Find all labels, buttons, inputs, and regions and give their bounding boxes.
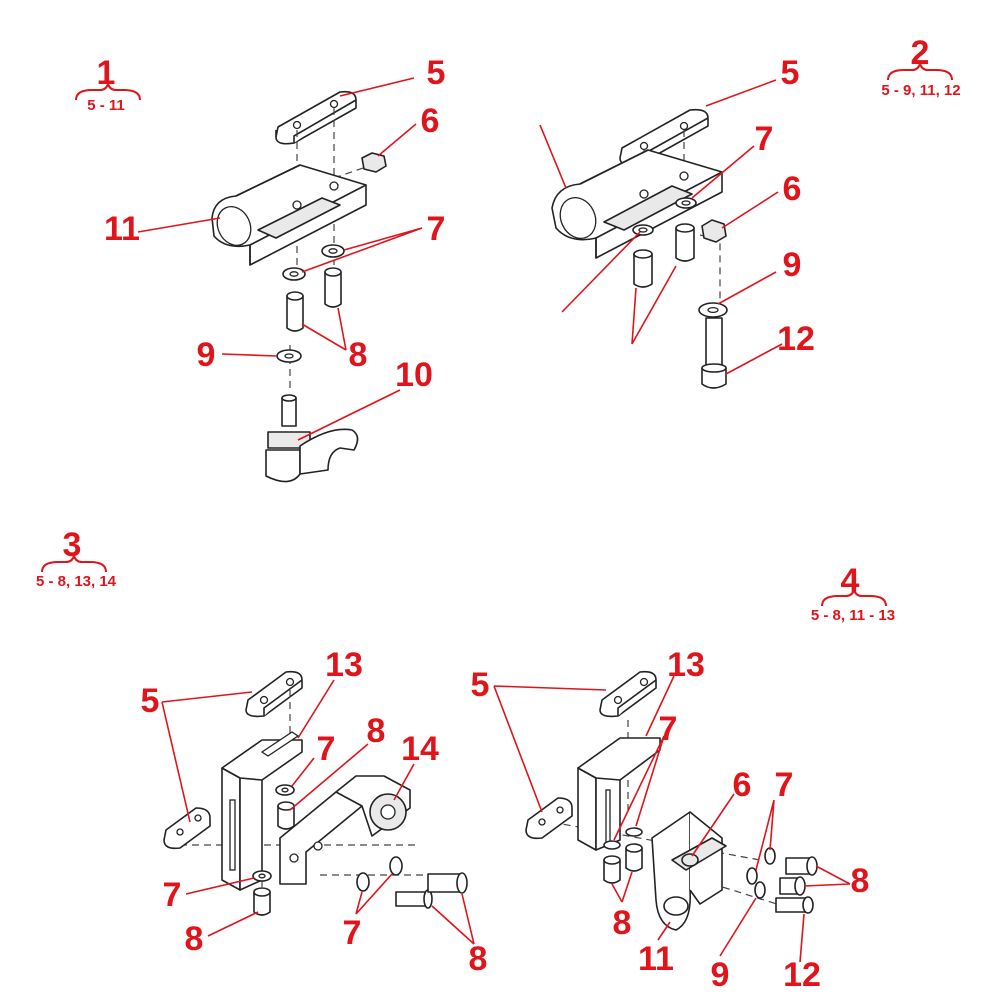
- assembly-1-drawing: [211, 90, 387, 483]
- callout-7: 7: [427, 210, 446, 248]
- callout-9: 9: [197, 336, 216, 374]
- callout-7: 7: [163, 876, 182, 914]
- assembly-number: 1: [97, 54, 116, 92]
- callout-8: 8: [185, 920, 204, 958]
- callout-7: 7: [755, 120, 774, 158]
- callout-7: 7: [659, 710, 678, 748]
- callout-8: 8: [851, 862, 870, 900]
- assembly-4-drawing: [525, 670, 818, 931]
- callout-10: 10: [395, 356, 433, 394]
- assembly-2-callouts: 5 7 6 9 12: [539, 54, 815, 375]
- assembly-range: 5 - 11: [87, 97, 125, 114]
- assembly-4-callouts: 5 13 7 6 7 8 8 11 9 12: [471, 646, 870, 994]
- callout-8: 8: [349, 336, 368, 374]
- assembly-1-callouts: 5 6 11 7 9 8 10: [104, 54, 446, 441]
- callout-8: 8: [469, 940, 488, 978]
- callout-7: 7: [317, 730, 336, 768]
- callout-5: 5: [427, 54, 446, 92]
- callout-11: 11: [104, 210, 140, 248]
- assembly-4-header: 4 5 - 8, 11 - 13: [811, 562, 895, 624]
- assembly-number: 3: [63, 526, 82, 564]
- assembly-3-header: 3 5 - 8, 13, 14: [36, 526, 117, 590]
- callout-13: 13: [667, 646, 705, 684]
- callout-7: 7: [343, 914, 362, 952]
- callout-9: 9: [711, 956, 730, 994]
- callout-11: 11: [638, 940, 674, 978]
- assembly-number: 2: [911, 34, 930, 72]
- callout-12: 12: [783, 956, 821, 994]
- assembly-3-drawing: [163, 670, 468, 916]
- assembly-range: 5 - 9, 11, 12: [881, 82, 960, 99]
- callout-8: 8: [613, 904, 632, 942]
- assembly-2-drawing: [551, 108, 728, 389]
- callout-6: 6: [783, 170, 802, 208]
- assembly-2-header: 2 5 - 9, 11, 12: [881, 34, 960, 99]
- assembly-1-header: 1 5 - 11: [75, 54, 141, 114]
- assembly-range: 5 - 8, 13, 14: [36, 573, 117, 590]
- callout-7: 7: [775, 766, 794, 804]
- callout-6: 6: [421, 102, 440, 140]
- callout-6: 6: [733, 766, 752, 804]
- callout-5: 5: [471, 666, 490, 704]
- callout-9: 9: [783, 246, 802, 284]
- assembly-range: 5 - 8, 11 - 13: [811, 607, 895, 624]
- callout-5: 5: [781, 54, 800, 92]
- callout-12: 12: [777, 320, 815, 358]
- callout-13: 13: [325, 646, 363, 684]
- callout-5: 5: [141, 682, 160, 720]
- callout-8: 8: [367, 712, 386, 750]
- callout-14: 14: [401, 730, 439, 768]
- assembly-3-callouts: 5 13 7 8 14 7 8 7 8: [141, 646, 488, 978]
